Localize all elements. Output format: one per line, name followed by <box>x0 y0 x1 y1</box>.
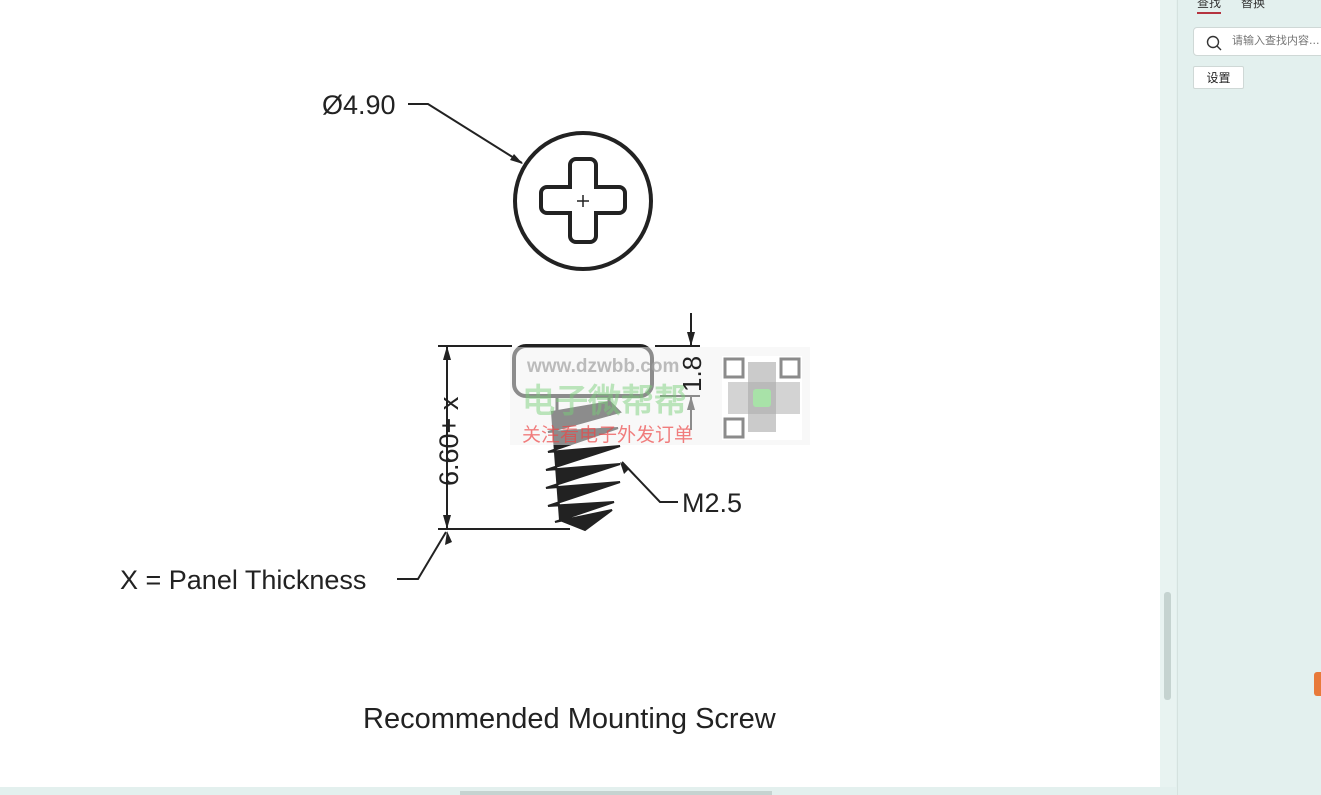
head-height-label: 1.8 <box>677 356 707 392</box>
active-tab-indicator <box>1197 12 1221 14</box>
horizontal-scrollbar-thumb[interactable] <box>460 791 772 795</box>
tab-replace[interactable]: 替换 <box>1241 0 1266 10</box>
diameter-label: Ø4.90 <box>322 90 396 120</box>
phillips-cross <box>539 157 627 244</box>
note-leader <box>397 531 447 580</box>
search-box[interactable] <box>1193 27 1321 56</box>
settings-button[interactable]: 设置 <box>1193 66 1244 89</box>
search-input[interactable] <box>1230 33 1321 48</box>
watermark-url: www.dzwbb.com <box>526 356 679 377</box>
panel-thickness-note: X = Panel Thickness <box>120 565 366 595</box>
screw-head-circle <box>513 131 653 271</box>
watermark-slogan: 关注看电子外发订单 <box>522 424 693 446</box>
find-replace-panel: 查找 替换 设置 <box>1177 0 1321 795</box>
vertical-scrollbar[interactable] <box>1160 0 1176 787</box>
side-tab-handle[interactable] <box>1314 672 1321 696</box>
diameter-leader <box>408 103 523 164</box>
thread-label: M2.5 <box>682 488 742 518</box>
screw-drawing: Ø4.90 6.60+ x M2.5 X = Panel Thickness R… <box>120 90 810 735</box>
vertical-scrollbar-thumb[interactable] <box>1164 592 1171 700</box>
watermark: www.dzwbb.com 电子微帮帮 关注看电子外发订单 <box>510 347 810 446</box>
search-icon <box>1206 35 1222 51</box>
drawing-caption: Recommended Mounting Screw <box>363 703 777 735</box>
watermark-name: 电子微帮帮 <box>522 382 687 419</box>
thread-leader <box>621 461 678 503</box>
document-page: Ø4.90 6.60+ x M2.5 X = Panel Thickness R… <box>0 0 1160 787</box>
qr-code-icon <box>722 356 802 440</box>
tab-find[interactable]: 查找 <box>1197 0 1222 10</box>
length-label: 6.60+ x <box>434 396 464 486</box>
